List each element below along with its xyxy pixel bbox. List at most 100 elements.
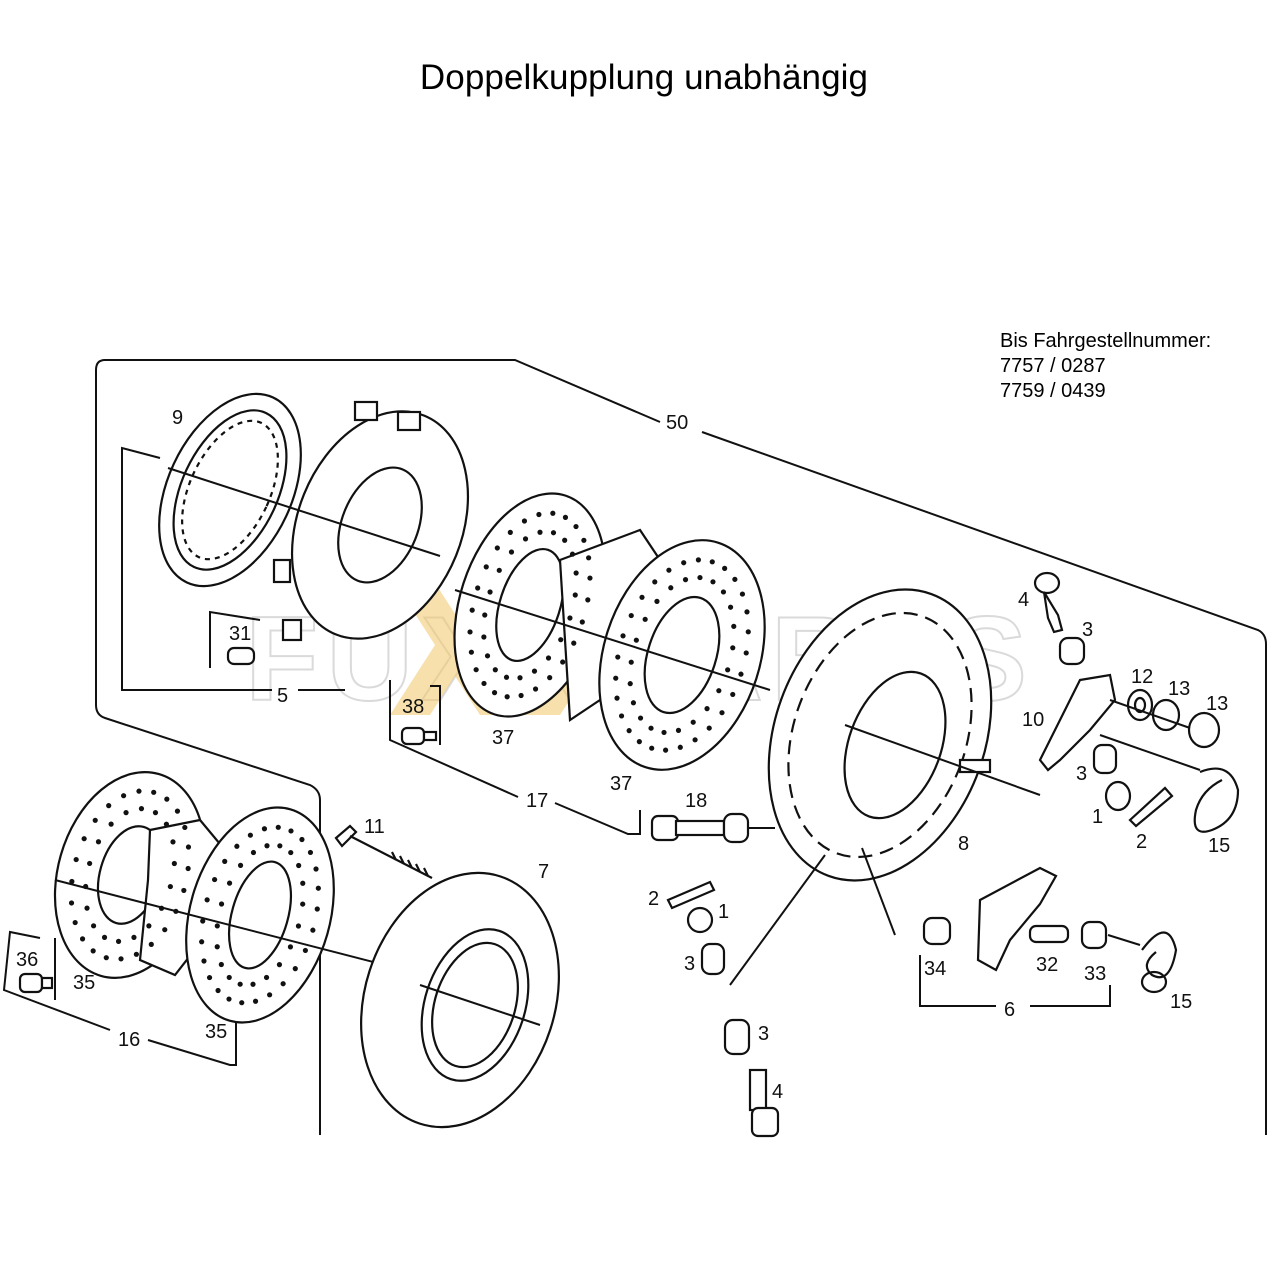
rivet-hole — [579, 619, 585, 625]
rivet-hole — [558, 637, 564, 643]
rivet-hole — [618, 713, 625, 719]
rivet-hole — [722, 565, 728, 571]
rivet-hole — [68, 900, 75, 906]
rivet-hole — [710, 579, 716, 585]
rivet-hole — [151, 789, 157, 795]
rivet-hole — [483, 564, 489, 570]
part-34-nut — [922, 916, 952, 946]
rivet-hole — [704, 706, 710, 712]
rivet-hole — [743, 650, 749, 656]
rivet-hole — [315, 885, 321, 891]
rivet-hole — [720, 589, 727, 595]
rivet-hole — [69, 878, 75, 885]
rivet-hole — [468, 649, 474, 655]
callout-9: 9 — [172, 407, 183, 429]
callout-labels: 50 9 31 5 38 37 37 17 4 3 12 13 13 10 3 … — [16, 407, 1230, 1103]
callout-13-b: 13 — [1206, 693, 1228, 715]
disc-rivet-holes-top — [467, 510, 751, 753]
rivet-hole — [148, 941, 154, 947]
serial-note-heading: Bis Fahrgestellnummer: — [1000, 330, 1212, 352]
part-3-bush-mid — [1092, 743, 1118, 775]
rivet-hole — [118, 956, 124, 962]
rivet-hole — [185, 865, 191, 872]
rivet-hole — [496, 567, 502, 573]
rivet-hole — [572, 592, 578, 598]
rivet-hole — [163, 821, 170, 827]
diagram-title: Doppelkupplung unabhängig — [419, 58, 869, 97]
callout-17: 17 — [526, 790, 548, 812]
part-1-washer-low — [686, 906, 714, 934]
serial-number-note: Bis Fahrgestellnummer: 7757 / 0287 7759 … — [1000, 329, 1211, 404]
rivet-hole — [313, 866, 319, 872]
callout-35-b: 35 — [205, 1021, 227, 1043]
rivet-hole — [121, 793, 127, 799]
rivet-hole — [491, 690, 498, 696]
callout-13-a: 13 — [1168, 678, 1190, 700]
rivet-hole — [545, 655, 552, 661]
callout-10: 10 — [1022, 709, 1044, 731]
rivet-hole — [730, 645, 736, 651]
rivet-hole — [170, 839, 176, 845]
rivet-hole — [494, 545, 500, 551]
part-3-bush-low-a — [700, 942, 726, 976]
rivet-hole — [214, 923, 220, 929]
callout-3-top: 3 — [1082, 619, 1093, 641]
part-15-spring-top — [1193, 767, 1240, 833]
rivet-hole — [531, 668, 538, 674]
rivet-hole — [518, 692, 524, 699]
rivet-hole — [212, 876, 218, 883]
part-38-bolt — [400, 726, 438, 746]
rivet-hole — [292, 966, 298, 972]
callout-6: 6 — [1004, 999, 1015, 1021]
rivet-hole — [507, 529, 513, 535]
rivet-hole — [288, 828, 294, 834]
rivet-hole — [628, 659, 634, 665]
rivet-hole — [695, 557, 702, 563]
callout-3-low-b: 3 — [758, 1023, 769, 1045]
rivet-hole — [95, 839, 102, 845]
rivet-hole — [467, 629, 473, 635]
rivet-hole — [200, 918, 206, 924]
rivet-hole — [521, 518, 528, 524]
rivet-hole — [503, 674, 510, 680]
rivet-hole — [662, 747, 669, 753]
rivet-hole — [628, 612, 634, 619]
rivet-hole — [275, 824, 281, 830]
rivet-hole — [615, 654, 621, 660]
rivet-hole — [661, 729, 667, 736]
rivet-hole — [250, 849, 257, 856]
rivet-hole — [738, 671, 744, 677]
disc-rivet-holes-bottom — [68, 788, 321, 1006]
rivet-hole — [300, 901, 306, 907]
rivet-hole — [295, 923, 302, 929]
rivet-hole — [569, 551, 576, 557]
rivet-hole — [620, 633, 626, 639]
rivet-hole — [136, 788, 142, 794]
rivet-hole — [730, 691, 736, 698]
rivet-hole — [234, 843, 240, 849]
rivet-hole — [296, 862, 302, 869]
assembly-bracket-31 — [209, 610, 261, 668]
serial-number-2: 7759 / 0439 — [1000, 380, 1106, 402]
rivet-hole — [84, 905, 90, 911]
rivet-hole — [613, 675, 619, 681]
callout-37-b: 37 — [610, 773, 632, 795]
rivet-hole — [138, 806, 145, 812]
part-13-nut-b — [1187, 711, 1221, 749]
callout-32: 32 — [1036, 954, 1058, 976]
rivet-hole — [536, 511, 542, 518]
rivet-hole — [636, 739, 642, 745]
rivet-hole — [81, 836, 87, 842]
rivet-hole — [560, 659, 566, 665]
rivet-hole — [250, 981, 256, 987]
rivet-hole — [215, 987, 221, 994]
assembly-bracket-16 — [2, 930, 237, 1066]
callout-15-low: 15 — [1170, 991, 1192, 1013]
rivet-hole — [633, 637, 639, 643]
rivet-hole — [226, 880, 233, 886]
rivet-hole — [677, 744, 683, 750]
part-6-lever-low — [976, 866, 1058, 972]
rivet-hole — [214, 944, 220, 950]
rivet-hole — [562, 537, 568, 543]
rivet-hole — [639, 594, 645, 600]
